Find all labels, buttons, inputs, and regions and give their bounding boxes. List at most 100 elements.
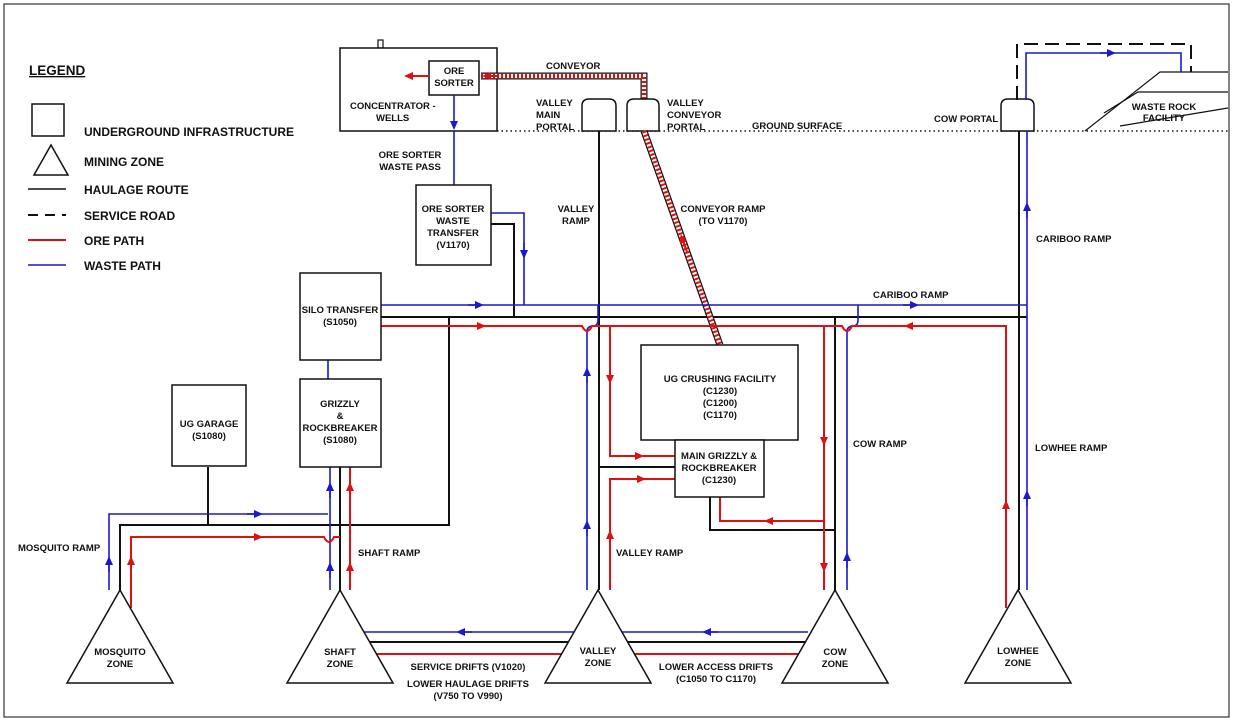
svg-text:ORE SORTER: ORE SORTER [422, 204, 485, 215]
cariboo-ramp-label: CARIBOO RAMP [873, 290, 949, 301]
valley-zone: VALLEY ZONE [543, 588, 653, 684]
valley-conveyor-portal [626, 98, 660, 132]
conveyor-line [481, 73, 647, 100]
waste-rock-facility-label: FACILITY [1143, 113, 1186, 124]
waste-rock-facility [1103, 91, 1228, 114]
svg-text:(C1170): (C1170) [703, 410, 737, 421]
ore-sorter-label: SORTER [434, 78, 474, 89]
legend-item-label: MINING ZONE [84, 155, 164, 169]
lowhee-ramp-label: LOWHEE RAMP [1035, 443, 1108, 454]
surface-features: GROUND SURFACE CONCENTRATOR - WELLS ORE … [339, 39, 1229, 133]
valley-main-portal [581, 98, 617, 132]
svg-text:VALLEY: VALLEY [580, 646, 617, 657]
svg-text:GRIZZLY: GRIZZLY [320, 399, 360, 410]
ore-path [381, 325, 1007, 608]
cow-zone: COW ZONE [780, 588, 890, 684]
legend: LEGEND UNDERGROUND INFRASTRUCTURE MINING… [28, 63, 294, 273]
mosquito-zone: MOSQUITO ZONE [65, 588, 175, 684]
svg-text:ZONE: ZONE [1005, 658, 1031, 669]
valley-ramp-label: VALLEY [558, 204, 595, 215]
svg-text:WASTE: WASTE [436, 216, 470, 227]
haulage-route [491, 223, 515, 317]
lower-access-drifts-label: LOWER ACCESS DRIFTS [659, 662, 773, 673]
concentrator-label: CONCENTRATOR - [350, 101, 436, 112]
svg-text:LOWHEE: LOWHEE [997, 646, 1039, 657]
conveyor-ramp-label: (TO V1170) [699, 216, 748, 227]
svg-text:(V1170): (V1170) [436, 240, 469, 251]
svg-text:ROCKBREAKER: ROCKBREAKER [682, 463, 757, 474]
valley-main-portal-label: VALLEY [536, 98, 573, 109]
valley-conveyor-portal-label: VALLEY [667, 98, 704, 109]
ore-sorter-waste-pass-label: ORE SORTER [379, 150, 442, 161]
main-grizzly-rockbreaker: MAIN GRIZZLY & ROCKBREAKER (C1230) [674, 439, 765, 498]
ore-paths [127, 322, 1010, 655]
legend-item-label: ORE PATH [84, 234, 144, 248]
svg-text:UG CRUSHING FACILITY: UG CRUSHING FACILITY [664, 374, 777, 385]
waste-rock-facility-label: WASTE ROCK [1132, 102, 1197, 113]
valley-main-portal-label: MAIN [536, 110, 560, 121]
waste-path [491, 212, 525, 305]
ramp-labels: VALLEY RAMP CONVEYOR RAMP (TO V1170) CAR… [18, 204, 1112, 559]
grizzly-rockbreaker: GRIZZLY & ROCKBREAKER (S1080) [299, 378, 382, 468]
waste-path [586, 305, 599, 590]
svg-text:UG GARAGE: UG GARAGE [180, 419, 239, 430]
svg-text:&: & [337, 411, 344, 422]
ore-sorter-label: ORE [444, 66, 465, 77]
shaft-ramp-label: SHAFT RAMP [358, 548, 421, 559]
ore-sorter-waste-pass-label: WASTE PASS [379, 162, 441, 173]
svg-text:ROCKBREAKER: ROCKBREAKER [303, 423, 378, 434]
shaft-zone: SHAFT ZONE [285, 588, 395, 684]
legend-item-label: HAULAGE ROUTE [84, 183, 189, 197]
ore-path-arrow [679, 234, 688, 253]
waste-rock-facility [1084, 71, 1228, 132]
triangle-icon [32, 143, 70, 176]
cow-ramp-label: COW RAMP [853, 439, 907, 450]
valley-conveyor-portal-label: CONVEYOR [667, 110, 722, 121]
ug-garage: UG GARAGE (S1080) [171, 384, 247, 467]
svg-text:ZONE: ZONE [822, 659, 848, 670]
concentrator-label: WELLS [376, 113, 409, 124]
ore-sorter-box [428, 60, 480, 96]
svg-text:(C1230): (C1230) [702, 475, 736, 486]
svg-text:TRANSFER: TRANSFER [427, 228, 479, 239]
ore-path [609, 478, 675, 590]
ore-path [130, 536, 340, 608]
conveyor-ramp [640, 129, 724, 347]
cow-portal-label: COW PORTAL [934, 114, 998, 125]
cariboo-ramp-label: CARIBOO RAMP [1036, 234, 1112, 245]
valley-main-portal-label: PORTAL [536, 122, 575, 133]
ore-path [719, 497, 824, 522]
legend-item-label: SERVICE ROAD [84, 209, 175, 223]
mosquito-ramp-label: MOSQUITO RAMP [18, 543, 101, 554]
silo-transfer: SILO TRANSFER (S1050) [299, 272, 382, 361]
ground-surface-label: GROUND SURFACE [752, 121, 842, 132]
legend-item-label: WASTE PATH [84, 259, 161, 273]
svg-text:ZONE: ZONE [107, 659, 133, 670]
concentrator-chimney [377, 39, 384, 49]
svg-text:(C1200): (C1200) [703, 398, 737, 409]
svg-text:ZONE: ZONE [327, 659, 353, 670]
square-icon [31, 103, 65, 137]
svg-text:MAIN GRIZZLY &: MAIN GRIZZLY & [681, 451, 757, 462]
svg-text:SILO TRANSFER: SILO TRANSFER [302, 305, 379, 316]
valley-ramp-lower-label: VALLEY RAMP [616, 548, 684, 559]
cow-portal [1000, 98, 1035, 132]
conveyor-line [481, 73, 647, 100]
valley-ramp-label: RAMP [562, 216, 591, 227]
svg-text:MOSQUITO: MOSQUITO [94, 647, 146, 658]
svg-text:SHAFT: SHAFT [324, 647, 356, 658]
svg-text:(S1080): (S1080) [192, 431, 226, 442]
service-drifts-label: SERVICE DRIFTS (V1020) [411, 662, 526, 673]
haulage-route [709, 497, 835, 531]
ore-sorter-waste-transfer: ORE SORTER WASTE TRANSFER (V1170) [415, 184, 492, 266]
svg-text:COW: COW [823, 647, 846, 658]
waste-path-to-facility [1025, 52, 1182, 100]
service-road [1016, 43, 1192, 100]
valley-conveyor-portal-label: PORTAL [667, 122, 706, 133]
lower-access-drifts-label: (C1050 TO C1170) [676, 674, 756, 685]
svg-text:(S1080): (S1080) [323, 435, 357, 446]
conveyor-label: CONVEYOR [546, 61, 601, 72]
lower-haulage-drifts-label: LOWER HAULAGE DRIFTS [407, 679, 529, 690]
waste-rock-facility [1119, 107, 1229, 127]
